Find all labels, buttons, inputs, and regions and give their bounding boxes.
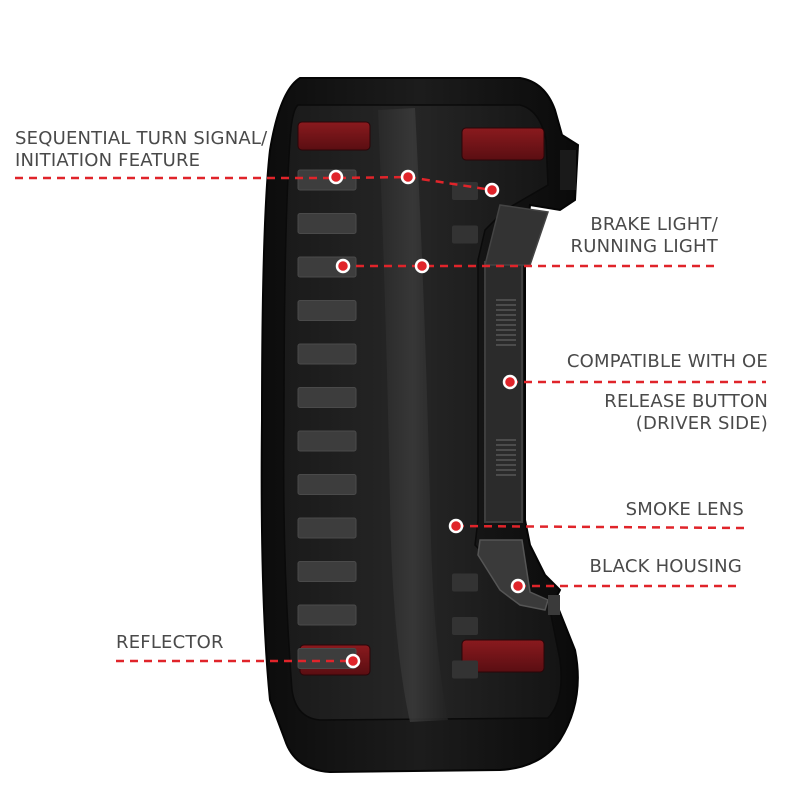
led-segment-left [297,474,357,495]
label-line: BLACK HOUSING [589,556,742,577]
dot-brake-2 [414,258,430,274]
label-line: (DRIVER SIDE) [635,413,768,434]
label-line: RELEASE BUTTON [604,391,768,412]
mounting-tab-bottom [548,595,560,615]
led-segment-left [297,517,357,539]
led-segment-left [297,387,357,408]
dot-black-housing [510,578,526,594]
led-segment-right [452,573,478,592]
label-smoke-lens: SMOKE LENS [626,499,744,521]
reflector-bottom-right [461,639,545,673]
dot-brake-1 [335,258,351,274]
leader-smoke-lens [455,524,745,530]
mounting-tab-top [560,150,576,190]
label-brake-light: BRAKE LIGHT/ RUNNING LIGHT [571,214,718,258]
led-segment-left [297,213,357,234]
led-segment-right [452,660,478,679]
label-black-housing: BLACK HOUSING [589,556,742,578]
label-line: SEQUENTIAL TURN SIGNAL/ [15,128,268,149]
label-reflector: REFLECTOR [116,632,224,654]
release-panel-bottom-bracket [477,539,549,611]
led-segment-left [297,604,357,626]
reflector-top-right [461,127,545,161]
led-segment-right [452,617,478,635]
release-button-grip [496,299,516,476]
led-segment-right [452,225,478,244]
dot-sequential-1 [328,169,344,185]
label-line: INITIATION FEATURE [15,150,201,171]
center-light-bar [378,108,448,722]
label-sequential-turn-signal: SEQUENTIAL TURN SIGNAL/ INITIATION FEATU… [15,128,267,172]
label-line: SMOKE LENS [625,499,744,520]
label-line: RUNNING LIGHT [570,236,718,257]
led-segment-left [297,430,357,452]
dot-smoke-lens [448,518,464,534]
dot-sequential-2 [400,169,416,185]
dot-sequential-3 [484,182,500,198]
label-release-button: RELEASE BUTTON (DRIVER SIDE) [604,391,768,435]
led-segment-left [297,300,357,321]
dot-reflector [345,653,361,669]
label-line: BRAKE LIGHT/ [590,214,718,235]
label-line: COMPATIBLE WITH OE [566,351,768,372]
leader-sequential-turn-signal-2 [337,175,409,180]
dot-compatible-oe [502,374,518,390]
led-segment-left [297,561,357,582]
label-compatible-oe: COMPATIBLE WITH OE [567,351,768,373]
reflector-top-left [297,121,371,151]
led-segment-left [297,169,357,191]
led-segments [297,169,478,679]
callout-dots [328,169,526,669]
leader-sequential-turn-signal-3 [407,175,493,192]
led-segment-right [452,182,478,200]
label-line: REFLECTOR [116,632,224,653]
led-segment-left [297,343,357,365]
callout-leaders [15,175,766,663]
